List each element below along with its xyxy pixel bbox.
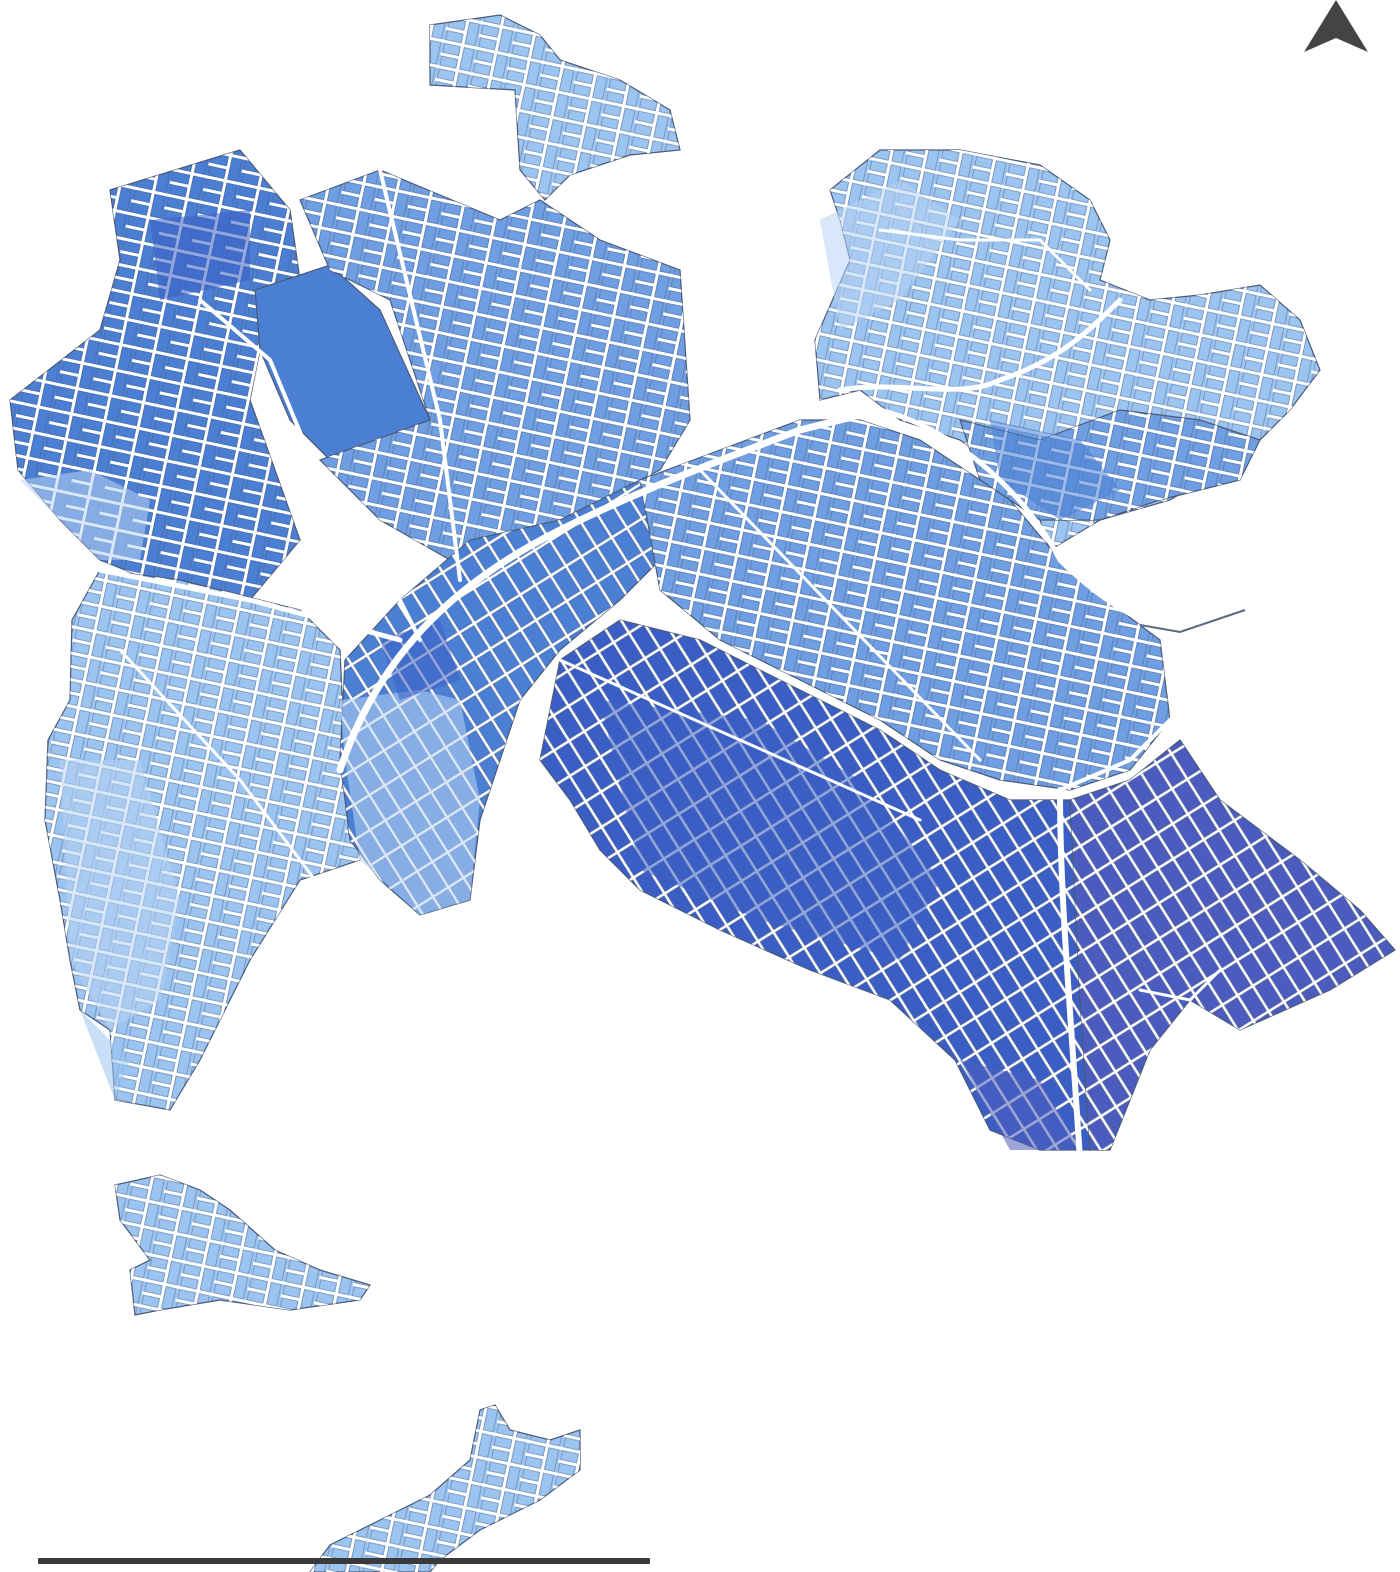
density-patch <box>990 420 1120 520</box>
density-patch <box>600 700 940 960</box>
street <box>198 298 422 642</box>
street <box>97 567 403 643</box>
street <box>558 658 922 822</box>
street <box>378 168 462 582</box>
district-southwest-islet <box>114 1174 371 1316</box>
density-patch <box>960 1060 1080 1150</box>
district-southeast <box>1069 739 1396 1151</box>
density-patch <box>60 760 180 1030</box>
district-northwest <box>9 149 301 601</box>
scale-bar <box>38 1558 650 1564</box>
density-patch <box>20 470 150 560</box>
district-north-central <box>299 169 691 561</box>
north-arrow-icon <box>1304 0 1368 52</box>
street <box>1057 787 1083 1163</box>
street <box>118 648 332 902</box>
density-patch <box>340 690 480 915</box>
street <box>878 228 1092 292</box>
street <box>1058 698 1192 792</box>
density-patch <box>150 210 250 300</box>
street <box>698 468 982 762</box>
density-patch <box>820 180 960 330</box>
street <box>837 297 1123 393</box>
district-far-north-island <box>429 14 681 201</box>
street <box>877 407 1248 633</box>
density-patch <box>80 1010 130 1100</box>
street <box>336 406 884 774</box>
district-south-strip <box>309 1404 581 1572</box>
canal-line <box>1139 609 1246 634</box>
street <box>1138 968 1222 1002</box>
